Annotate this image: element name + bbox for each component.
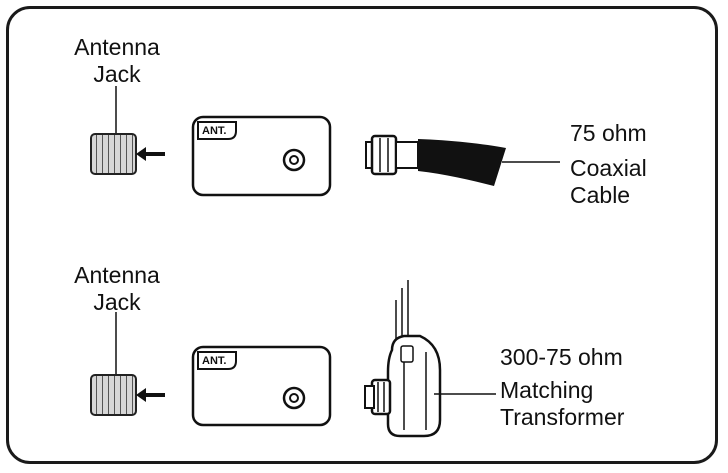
matching-transformer — [364, 280, 496, 438]
diagram-frame — [6, 6, 718, 464]
bottom-antenna-jack — [90, 312, 165, 416]
top-ant-panel: ANT. — [191, 115, 332, 197]
coaxial-cable-plug — [365, 134, 560, 186]
bottom-ant-panel-label: ANT. — [202, 355, 226, 367]
matching-transformer-label: 300-75 ohm Matching Transformer — [500, 344, 625, 430]
bottom-ant-panel: ANT. — [191, 345, 332, 427]
coaxial-cable-label: 75 ohm Coaxial Cable — [570, 120, 647, 208]
top-antenna-jack-label: Antenna Jack — [74, 34, 160, 87]
bottom-antenna-jack-label: Antenna Jack — [74, 262, 160, 315]
top-antenna-jack — [90, 86, 165, 175]
top-ant-panel-label: ANT. — [202, 125, 226, 137]
